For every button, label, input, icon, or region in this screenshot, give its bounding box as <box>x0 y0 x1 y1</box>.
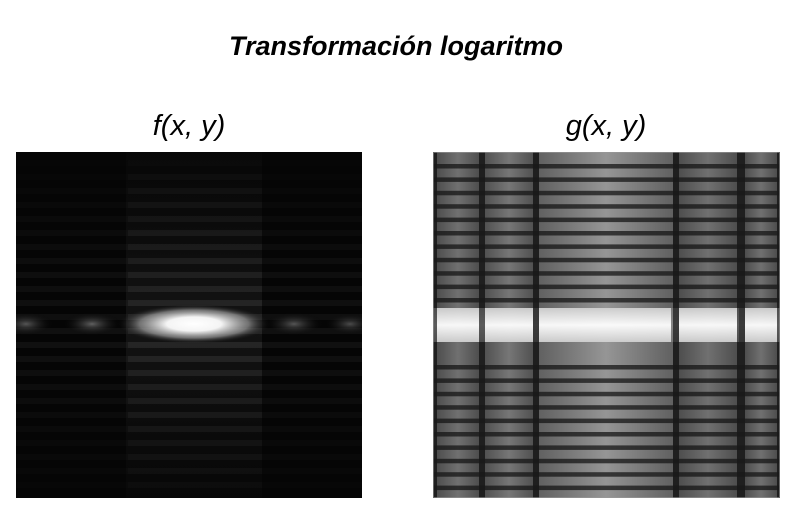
figure-title: Transformación logaritmo <box>228 31 564 61</box>
panel-label-g: g(x, y) <box>565 110 647 142</box>
panel-label-f: f(x, y) <box>152 110 226 142</box>
spectrum-image-g <box>433 152 780 498</box>
spectrum-image-f <box>16 152 362 498</box>
